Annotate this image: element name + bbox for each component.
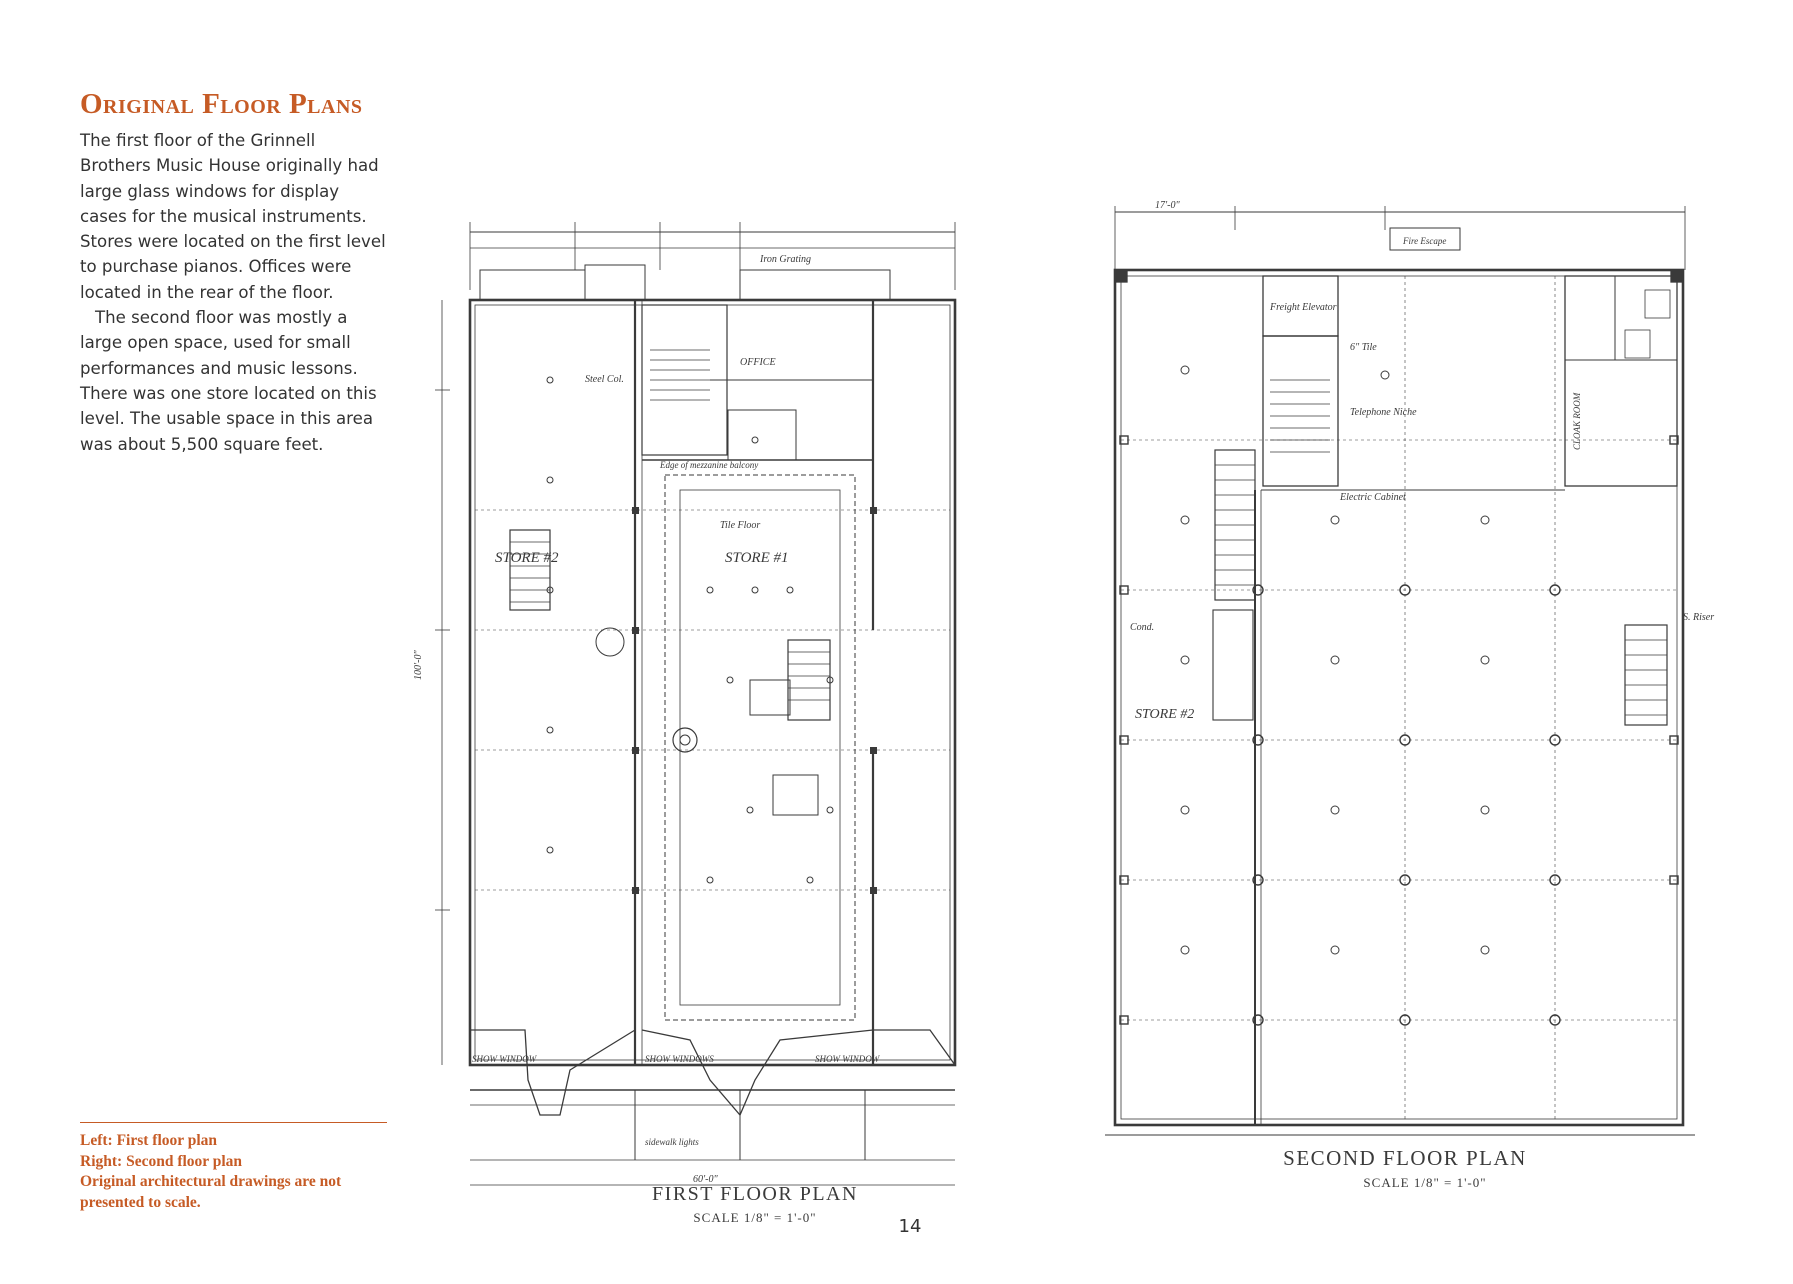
page-number: 14 — [898, 1216, 922, 1237]
first-office-label: OFFICE — [740, 357, 776, 368]
caption-left: Left: First floor plan — [80, 1132, 218, 1149]
first-dim-100: 100'-0" — [413, 650, 424, 680]
paragraph-first-floor: The first floor of the Grinnell Brothers… — [80, 131, 386, 302]
second-cond-label: Cond. — [1130, 622, 1154, 633]
second-floor-plan-scale: SCALE 1/8" = 1'-0" — [1363, 1175, 1487, 1190]
second-cloak-room-label: CLOAK ROOM — [1572, 392, 1582, 450]
first-balcony-label: Edge of mezzanine balcony — [659, 460, 758, 470]
first-show-window-right: SHOW WINDOW — [815, 1054, 881, 1064]
first-show-window-center: SHOW WINDOWS — [645, 1054, 714, 1064]
first-store2-label: STORE #2 — [495, 550, 559, 566]
second-riser-label: S. Riser — [1683, 612, 1714, 623]
first-floor-plan-title: FIRST FLOOR PLAN — [652, 1183, 858, 1205]
first-floor-plan-scale: SCALE 1/8" = 1'-0" — [693, 1210, 817, 1225]
body-text: The first floor of the Grinnell Brothers… — [80, 128, 390, 457]
first-dim-60: 60'-0" — [693, 1174, 718, 1185]
first-show-window-left: SHOW WINDOW — [472, 1054, 538, 1064]
caption-divider — [80, 1122, 387, 1123]
figure-caption: Left: First floor plan Right: Second flo… — [80, 1131, 400, 1213]
first-tile-floor-label: Tile Floor — [720, 520, 760, 531]
second-fire-escape-label: Fire Escape — [1402, 236, 1446, 246]
first-store1-label: STORE #1 — [725, 550, 788, 566]
second-store2-label: STORE #2 — [1135, 707, 1194, 722]
second-tile-label: 6" Tile — [1350, 342, 1377, 353]
second-dim-17: 17'-0" — [1155, 200, 1180, 211]
caption-scale-note: Original architectural drawings are not … — [80, 1173, 342, 1211]
first-iron-grating-label: Iron Grating — [759, 254, 811, 265]
first-floor-plan-drawing: STORE #2 STORE #1 OFFICE Steel Col. Iron… — [413, 222, 957, 1205]
second-telephone-label: Telephone Niche — [1350, 407, 1417, 418]
second-floor-plan-title: SECOND FLOOR PLAN — [1283, 1146, 1527, 1170]
paragraph-second-floor: The second floor was mostly a large open… — [80, 308, 377, 454]
page-title: Original Floor Plans — [80, 88, 363, 120]
first-steel-col-label: Steel Col. — [585, 374, 624, 385]
second-floor-plan-drawing: STORE #2 Freight Elevator Fire Escape 6"… — [1105, 200, 1714, 1170]
second-floor-plan: STORE #2 Freight Elevator Fire Escape 6"… — [1085, 200, 1745, 1190]
caption-right: Right: Second floor plan — [80, 1152, 243, 1170]
first-sidewalk-lights: sidewalk lights — [645, 1137, 699, 1147]
first-floor-plan: STORE #2 STORE #1 OFFICE Steel Col. Iron… — [410, 210, 1010, 1225]
second-electric-cabinet-label: Electric Cabinet — [1339, 492, 1406, 503]
second-freight-elevator-label: Freight Elevator — [1269, 302, 1337, 313]
